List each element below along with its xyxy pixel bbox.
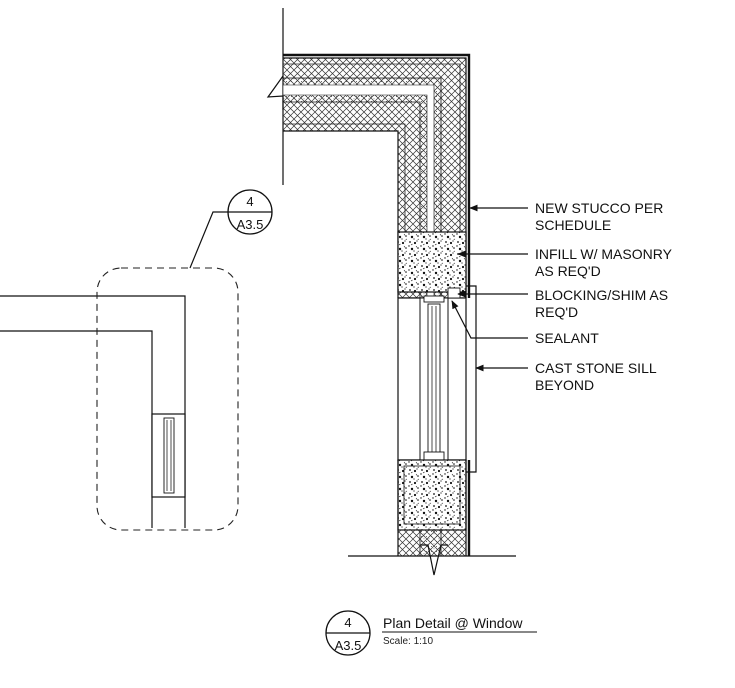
title-bubble-number: 4 [344,615,351,630]
annotation-infill-line1: INFILL W/ MASONRY [535,246,673,262]
drawing-title: Plan Detail @ Window [383,615,523,631]
annotation-infill: INFILL W/ MASONRY AS REQ'D [535,246,673,279]
annotation-blocking-line2: REQ'D [535,304,578,320]
callout-tag-number: 4 [246,194,253,209]
annotation-sealant: SEALANT [535,330,599,346]
annotation-stucco-line1: NEW STUCCO PER [535,200,663,216]
annotation-blocking: BLOCKING/SHIM AS REQ'D [535,287,668,320]
annotation-blocking-line1: BLOCKING/SHIM AS [535,287,668,303]
annotation-infill-line2: AS REQ'D [535,263,601,279]
drawing-scale: Scale: 1:10 [383,636,433,647]
annotation-stucco-line2: SCHEDULE [535,217,611,233]
annotation-sill: CAST STONE SILL BEYOND [535,360,657,393]
title-block: 4 A3.5 Plan Detail @ Window Scale: 1:10 [325,610,537,656]
title-bubble-sheet: A3.5 [335,638,362,653]
annotation-stucco: NEW STUCCO PER SCHEDULE [535,200,663,233]
annotation-sill-line1: CAST STONE SILL [535,360,657,376]
key-plan [0,211,239,531]
callout-tag[interactable]: 4 A3.5 [227,189,273,235]
annotation-sill-line2: BEYOND [535,377,594,393]
callout-tag-sheet: A3.5 [237,217,264,232]
annotation-leaders [451,204,528,372]
wall-section [266,8,516,576]
annotation-sealant-line1: SEALANT [535,330,599,346]
